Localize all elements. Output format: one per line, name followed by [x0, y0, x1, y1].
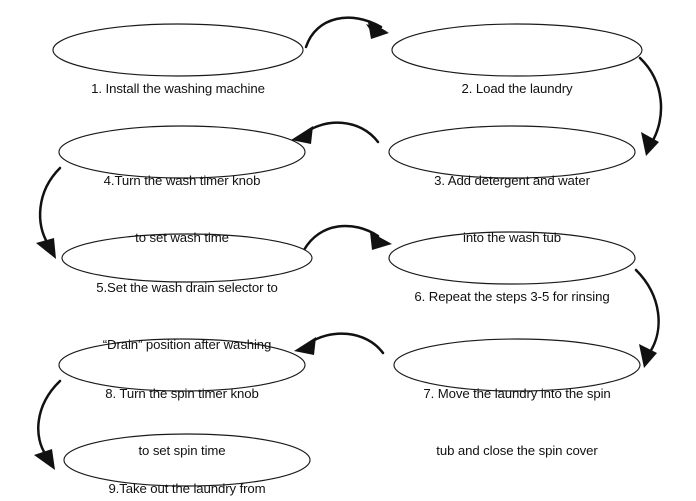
arrow-2-to-3 [638, 56, 663, 156]
arrow-5-to-6 [302, 224, 392, 252]
arrow-2-to-3-path [638, 56, 663, 144]
arrow-4-to-5-path [38, 166, 62, 246]
node-step-1-shape[interactable] [52, 23, 304, 77]
arrow-2-to-3-head [641, 132, 659, 156]
arrow-3-to-4-path [303, 121, 380, 144]
arrow-6-to-7-head [639, 344, 657, 368]
arrow-7-to-8 [294, 332, 385, 355]
arrow-6-to-7-path [634, 268, 660, 354]
arrow-8-to-9 [34, 379, 62, 470]
arrow-5-to-6-path [302, 224, 380, 252]
arrow-6-to-7 [634, 268, 660, 368]
arrow-7-to-8-path [306, 332, 385, 355]
arrow-1-to-2-head2 [368, 22, 389, 39]
node-step-6-shape[interactable] [388, 231, 636, 285]
arrow-8-to-9-head [34, 449, 55, 470]
arrow-1-to-2 [304, 16, 389, 49]
node-step-4-shape[interactable] [58, 125, 306, 179]
arrow-4-to-5-head [36, 238, 56, 259]
arrow-4-to-5 [36, 166, 62, 259]
node-step-9-shape[interactable] [63, 433, 311, 487]
node-step-5-shape[interactable] [61, 233, 313, 283]
node-step-8-shape[interactable] [58, 338, 306, 392]
node-step-2-shape[interactable] [391, 23, 643, 77]
arrow-3-to-4-head [291, 126, 313, 144]
arrow-7-to-8-head [294, 337, 316, 355]
arrow-8-to-9-path [37, 379, 62, 457]
node-step-3-shape[interactable] [388, 125, 636, 179]
arrow-3-to-4 [291, 121, 380, 144]
node-step-7-shape[interactable] [393, 338, 641, 392]
arrow-5-to-6-head [370, 232, 392, 250]
arrow-1-to-2-path [304, 16, 383, 49]
